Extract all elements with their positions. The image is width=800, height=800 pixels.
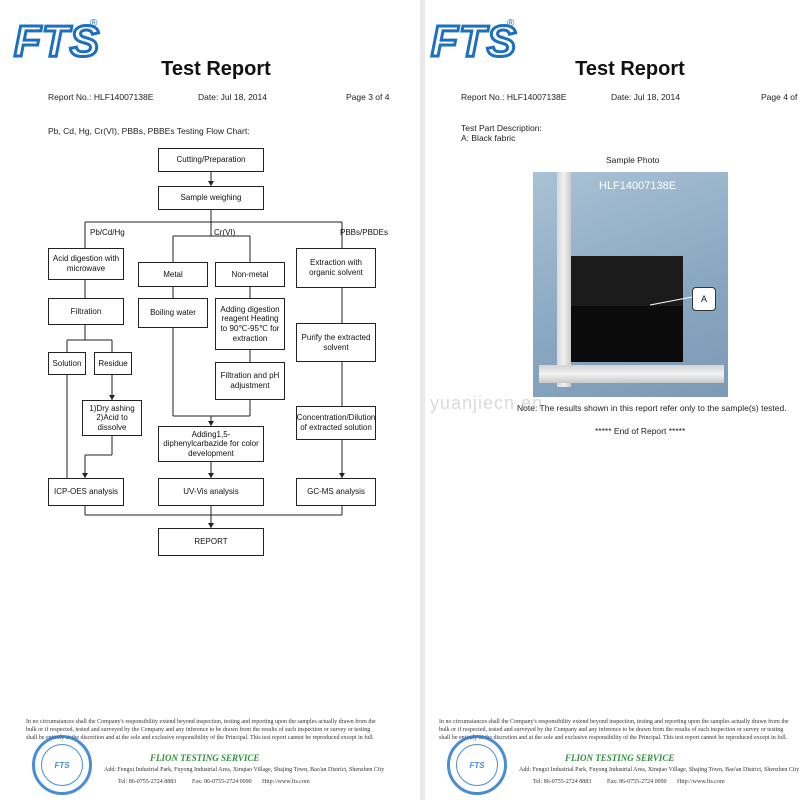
step-uv-vis: UV-Vis analysis xyxy=(158,478,264,506)
report-number: Report No.: HLF14007138E xyxy=(461,92,566,102)
step-icp-oes: ICP-OES analysis xyxy=(48,478,124,506)
part-description-label: Test Part Description: xyxy=(461,123,542,133)
service-name: FLION TESTING SERVICE xyxy=(150,753,259,763)
vertical-ruler xyxy=(557,172,571,387)
step-dry-ashing: 1)Dry ashing 2)Acid to dissolve xyxy=(82,400,142,436)
report-page-3: FTS ® Test Report Report No.: HLF1400713… xyxy=(0,0,420,800)
seal-text: FTS xyxy=(54,761,69,770)
step-gc-ms: GC-MS analysis xyxy=(296,478,376,506)
part-description-value: A: Black fabric xyxy=(461,133,515,143)
footer-disclaimer: In no circumstances shall the Company's … xyxy=(26,718,406,742)
step-cutting: Cutting/Preparation xyxy=(158,148,264,172)
step-solution: Solution xyxy=(48,352,86,375)
step-filtration: Filtration xyxy=(48,298,124,325)
footer-line-2: bulk or if respected, tested and surveye… xyxy=(439,726,800,734)
footer-web: Http://www.fts.com xyxy=(677,778,725,786)
step-purify: Purify the extracted solvent xyxy=(296,323,376,362)
watermark: yuanjiecn.en xyxy=(430,393,543,414)
footer-tel: Tel: 86-0755-2724 8883 xyxy=(533,778,591,786)
step-report: REPORT xyxy=(158,528,264,556)
footer-address: Add: Fengxi Industrial Park, Fuyong Indu… xyxy=(104,766,404,774)
step-extraction: Extraction with organic solvent xyxy=(296,248,376,288)
footer-line-1: In no circumstances shall the Company's … xyxy=(26,718,406,726)
footer-address: Add: Fengxi Industrial Park, Fuyong Indu… xyxy=(519,766,800,774)
branch-cr-label: Cr(VI) xyxy=(214,228,235,237)
branch-pb-label: Pb/Cd/Hg xyxy=(90,228,125,237)
footer-disclaimer: In no circumstances shall the Company's … xyxy=(439,718,800,742)
registered-mark: ® xyxy=(507,18,514,29)
step-boiling: Boiling water xyxy=(138,298,208,328)
seal-text: FTS xyxy=(469,761,484,770)
step-non-metal: Non-metal xyxy=(215,262,285,287)
company-seal: FTS xyxy=(447,735,507,795)
footer-line-1: In no circumstances shall the Company's … xyxy=(439,718,800,726)
service-name: FLION TESTING SERVICE xyxy=(565,753,674,763)
photo-code: HLF14007138E xyxy=(599,180,676,192)
step-concentration: Concentration/Dilution of extracted solu… xyxy=(296,406,376,440)
step-acid-digestion: Acid digestion with microwave xyxy=(48,248,124,280)
step-metal: Metal xyxy=(138,262,208,287)
footer-fax: Fax: 86-0755-2724 0090 xyxy=(607,778,667,786)
footer-line-3: shall be entirely at the discretion and … xyxy=(26,734,406,742)
footer-line-2: bulk or if respected, tested and surveye… xyxy=(26,726,406,734)
flow-chart: Cutting/Preparation Sample weighing Pb/C… xyxy=(0,0,420,600)
step-weighing: Sample weighing xyxy=(158,186,264,210)
footer-web: Http://www.fts.com xyxy=(262,778,310,786)
fts-logo: FTS xyxy=(431,20,517,64)
results-note: Note: The results shown in this report r… xyxy=(517,403,787,413)
footer-tel: Tel: 86-0755-2724 8883 xyxy=(118,778,176,786)
step-residue: Residue xyxy=(94,352,132,375)
step-adding-digestion: Adding digestion reagent Heating to 90℃-… xyxy=(215,298,285,350)
callout-a: A xyxy=(692,287,716,311)
report-date: Date: Jul 18, 2014 xyxy=(611,92,680,102)
end-of-report: ***** End of Report ***** xyxy=(595,426,685,436)
callout-leader xyxy=(640,285,700,315)
page-number: Page 4 of 4 xyxy=(761,92,800,102)
step-diphenylcarbazide: Adding1,5-diphenylcarbazide for color de… xyxy=(158,426,264,462)
company-seal: FTS xyxy=(32,735,92,795)
step-filtration-ph: Filtration and pH adjustment xyxy=(215,362,285,400)
page-title: Test Report xyxy=(530,58,730,81)
footer-fax: Fax: 86-0755-2724 0090 xyxy=(192,778,252,786)
horizontal-ruler xyxy=(539,365,724,383)
branch-pbb-label: PBBs/PBDEs xyxy=(340,228,388,237)
sample-photo-label: Sample Photo xyxy=(606,155,659,165)
